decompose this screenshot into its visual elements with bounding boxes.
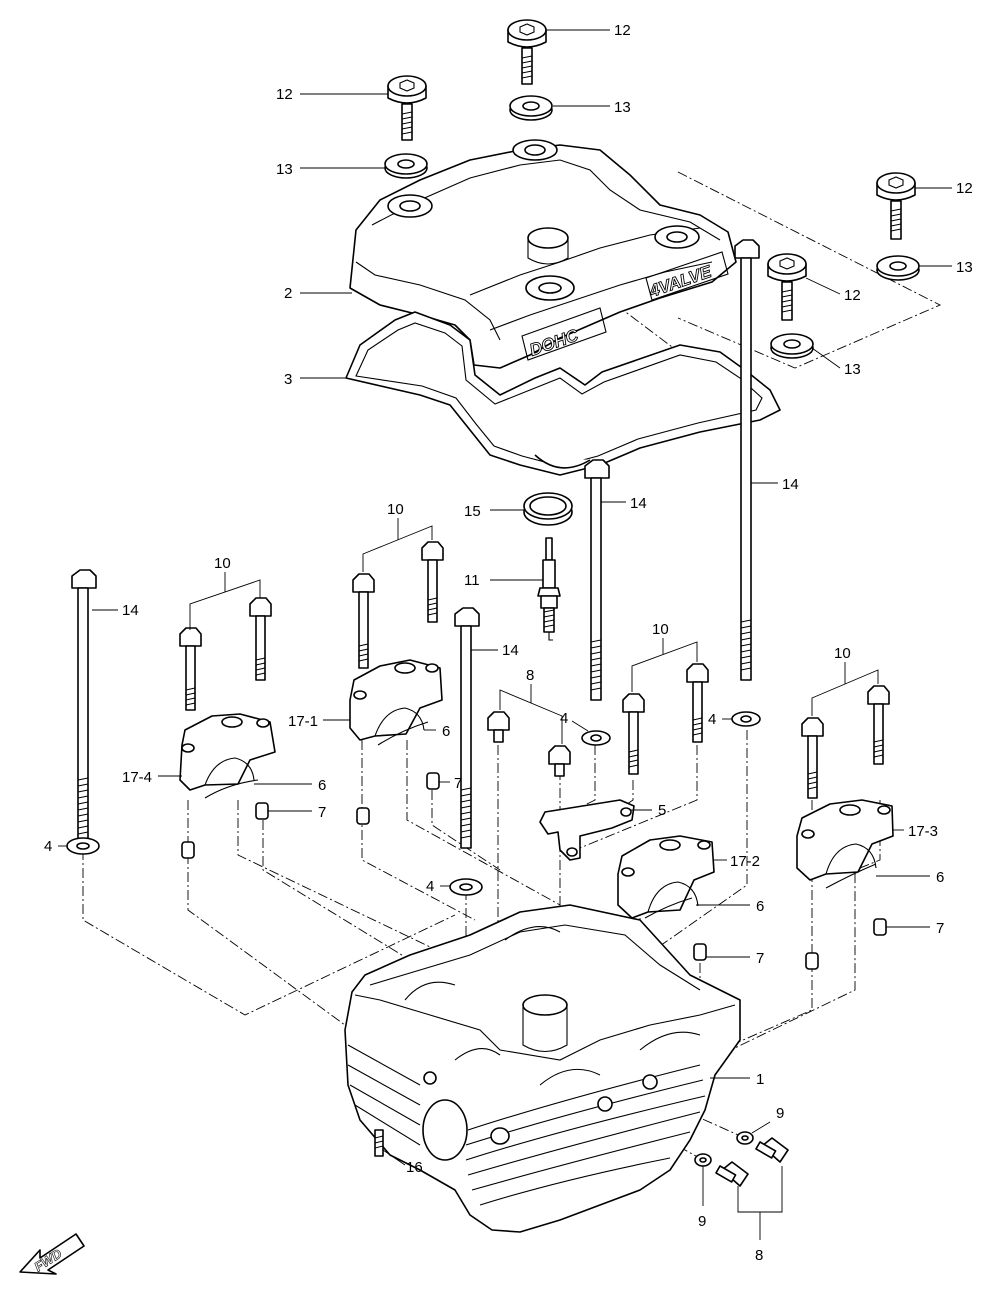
callout-14: 14 <box>782 476 799 493</box>
callout-8: 8 <box>526 667 534 684</box>
bearing-clips-6 <box>204 721 877 919</box>
cam-holders-17 <box>179 659 894 919</box>
callout-17-4: 17-4 <box>122 769 152 786</box>
cover-bolt-12b <box>387 75 427 141</box>
callout-10: 10 <box>214 555 231 572</box>
callout-13: 13 <box>956 259 973 276</box>
callout-14: 14 <box>630 495 647 512</box>
cam-holder-bolts-10 <box>179 541 890 799</box>
dowel-pins-7 <box>181 772 887 970</box>
callout-4: 4 <box>44 838 52 855</box>
callout-12: 12 <box>956 180 973 197</box>
cover-gasket <box>345 311 781 476</box>
callout-13: 13 <box>276 161 293 178</box>
callout-13: 13 <box>844 361 861 378</box>
callout-12: 12 <box>844 287 861 304</box>
callout-4: 4 <box>708 711 716 728</box>
spark-plug-11 <box>537 537 561 641</box>
chain-guide-5 <box>539 799 635 861</box>
callout-4: 4 <box>426 878 434 895</box>
forward-arrow-icon: FWD <box>19 1233 85 1275</box>
callout-10: 10 <box>652 621 669 638</box>
callout-labels: 12 13 12 13 12 13 12 13 2 3 15 11 14 14 … <box>44 22 973 1264</box>
callout-16: 16 <box>406 1159 423 1176</box>
callout-15: 15 <box>464 503 481 520</box>
long-bolts-14 <box>71 239 760 849</box>
callout-6: 6 <box>936 869 944 886</box>
valve-cover: DOHC 4VALVE <box>349 139 737 413</box>
callout-12: 12 <box>614 22 631 39</box>
callout-9: 9 <box>776 1105 784 1122</box>
seal-washers-13 <box>384 95 920 359</box>
callout-3: 3 <box>284 371 292 388</box>
callout-12: 12 <box>276 86 293 103</box>
callout-7: 7 <box>936 920 944 937</box>
plug-hole-seal-15 <box>523 492 573 526</box>
callout-5: 5 <box>658 802 666 819</box>
callout-17-1: 17-1 <box>288 713 318 730</box>
cover-bolt-12a <box>507 19 547 85</box>
cover-bolt-12d <box>767 253 807 321</box>
callout-6: 6 <box>756 898 764 915</box>
cylinder-head <box>344 904 741 1233</box>
callout-10: 10 <box>834 645 851 662</box>
side-bolts-8-washers-9 <box>694 1131 789 1187</box>
callout-17-2: 17-2 <box>730 853 760 870</box>
callout-2: 2 <box>284 285 292 302</box>
leader-lines <box>58 29 952 1240</box>
callout-4: 4 <box>560 710 568 727</box>
callout-17-3: 17-3 <box>908 823 938 840</box>
callout-13: 13 <box>614 99 631 116</box>
callout-9: 9 <box>698 1213 706 1230</box>
callout-7: 7 <box>454 775 462 792</box>
callout-7: 7 <box>318 804 326 821</box>
callout-14: 14 <box>502 642 519 659</box>
callout-7: 7 <box>756 950 764 967</box>
callout-11: 11 <box>464 572 480 589</box>
callout-6: 6 <box>318 777 326 794</box>
callout-6: 6 <box>442 723 450 740</box>
callout-14: 14 <box>122 602 139 619</box>
cover-bolt-12c <box>876 172 916 240</box>
washers-4 <box>66 711 761 896</box>
callout-10: 10 <box>387 501 404 518</box>
callout-1: 1 <box>756 1071 764 1088</box>
callout-8: 8 <box>755 1247 763 1264</box>
